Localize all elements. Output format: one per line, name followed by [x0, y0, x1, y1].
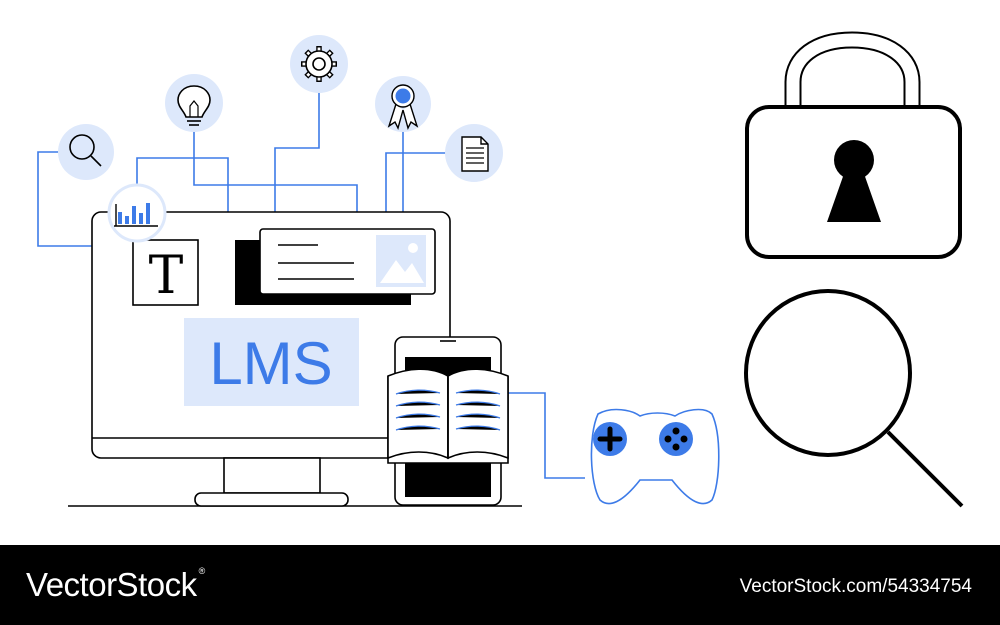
award-ribbon-icon	[375, 76, 431, 132]
image-icon	[376, 235, 426, 287]
image-url[interactable]: VectorStock.com/54334754	[739, 576, 972, 597]
text-tool-glyph: T	[149, 246, 184, 306]
brand-name: VectorStock	[26, 566, 197, 603]
document-icon	[445, 124, 503, 182]
brand-logo[interactable]: VectorStock®	[26, 566, 205, 604]
padlock-icon	[745, 31, 962, 259]
bar-chart-icon	[107, 183, 167, 243]
lms-label-box	[184, 318, 359, 406]
gamepad-icon	[590, 408, 720, 505]
lms-label: LMS	[209, 330, 332, 397]
open-book-icon	[387, 368, 509, 464]
search-icon	[58, 124, 114, 180]
lightbulb-icon	[165, 74, 223, 132]
text-tool-box: T	[132, 239, 199, 306]
footer-bar: VectorStock® VectorStock.com/54334754	[0, 545, 1000, 625]
lms-illustration: T LMS	[37, 31, 964, 508]
gear-icon	[290, 35, 348, 93]
connector-lines	[37, 92, 585, 479]
registered-mark: ®	[198, 566, 206, 576]
magnifier-icon	[744, 289, 964, 508]
content-card	[235, 228, 436, 305]
